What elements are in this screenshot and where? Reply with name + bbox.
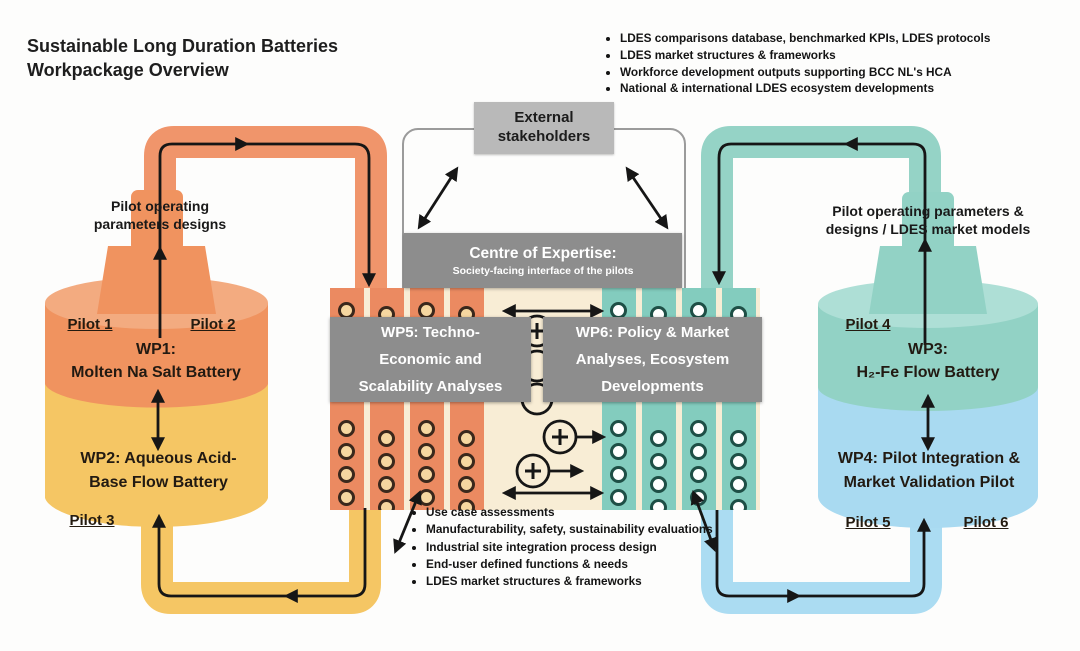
pilot-2-label: Pilot 2	[190, 316, 236, 333]
wp2-title-line1: WP2: Aqueous Acid-	[80, 450, 237, 467]
right-pipe-label: Pilot operating parameters & designs / L…	[786, 202, 1070, 238]
electrode-dot	[650, 430, 667, 447]
left-pipe-label: Pilot operating parameters designs	[55, 197, 265, 233]
wp6-line2: Analyses, Ecosystem	[575, 351, 730, 368]
left-pipe-label-line2: parameters designs	[93, 216, 227, 233]
cation-arrow-1	[542, 419, 607, 455]
centre-of-expertise-subtitle: Society-facing interface of the pilots	[452, 264, 634, 277]
wp4-title-line2: Market Validation Pilot	[843, 474, 1015, 491]
electrode-dot	[338, 466, 355, 483]
wp3-name: H₂-Fe Flow Battery	[856, 364, 1000, 381]
centre-of-expertise-title: Centre of Expertise:	[469, 244, 617, 262]
pilot-3-label: Pilot 3	[69, 512, 115, 529]
wp1-name: Molten Na Salt Battery	[71, 364, 241, 381]
electrode-dot	[458, 476, 475, 493]
electrode-dot	[690, 443, 707, 460]
bullet-item: LDES market structures & frameworks	[620, 47, 1080, 64]
bullet-item: Industrial site integration process desi…	[426, 540, 738, 555]
pilot-5-label: Pilot 5	[845, 514, 891, 531]
electrode-dot	[730, 499, 747, 510]
wp3-title: WP3:	[908, 341, 948, 358]
wp6-line3: Developments	[601, 378, 704, 395]
pilot-6-label: Pilot 6	[963, 514, 1009, 531]
left-pipe-label-line1: Pilot operating	[111, 198, 209, 214]
wp4-title-line1: WP4: Pilot Integration &	[837, 450, 1021, 467]
right-battery-cylinder	[818, 192, 1038, 528]
right-pipe-label-line2: designs / LDES market models	[825, 221, 1031, 238]
electrode-dot	[730, 430, 747, 447]
electrode-dot	[650, 453, 667, 470]
electrode-dot	[378, 430, 395, 447]
page-title: Sustainable Long Duration Batteries Work…	[27, 34, 338, 83]
external-stakeholders-label: External stakeholders	[497, 109, 591, 145]
electrode-dot	[378, 453, 395, 470]
bullet-item: LDES market structures & frameworks	[426, 574, 738, 589]
pilot-1-label: Pilot 1	[67, 316, 113, 333]
wp1-title: WP1:	[136, 341, 176, 358]
wp6-bullets-arrow	[690, 490, 718, 552]
electrode-dot	[458, 499, 475, 510]
electrode-dot	[418, 443, 435, 460]
electrode-dot	[650, 499, 667, 510]
bullet-item: Workforce development outputs supporting…	[620, 64, 1080, 81]
wp2-title-line2: Base Flow Battery	[89, 474, 228, 491]
electrode-dot	[458, 453, 475, 470]
bullet-item: LDES comparisons database, benchmarked K…	[620, 30, 1080, 47]
electrode-dot	[378, 476, 395, 493]
centre-of-expertise-box: Centre of Expertise: Society-facing inte…	[404, 233, 682, 288]
bullet-item: National & international LDES ecosystem …	[620, 80, 1080, 97]
electrode-dot	[690, 420, 707, 437]
electrode-dot	[418, 420, 435, 437]
pilot-4-label: Pilot 4	[845, 316, 891, 333]
electrode-dot	[610, 489, 627, 506]
title-line2: Workpackage Overview	[27, 60, 229, 81]
electrode-dot	[338, 443, 355, 460]
electrode-dot	[338, 420, 355, 437]
bullet-item: Manufacturability, safety, sustainabilit…	[426, 522, 738, 537]
left-battery-cylinder	[45, 190, 268, 527]
electrode-dot	[730, 476, 747, 493]
top-right-bullet-list: LDES comparisons database, benchmarked K…	[598, 30, 1080, 97]
wp5-line3: Scalability Analyses	[358, 378, 503, 395]
stakeholder-arrow-right	[625, 166, 669, 230]
bullet-item: End-user defined functions & needs	[426, 557, 738, 572]
bullet-item: Use case assessments	[426, 505, 738, 520]
electrode-dot	[338, 489, 355, 506]
wp5-bullets-arrow	[393, 490, 422, 554]
external-stakeholders-box: External stakeholders	[474, 102, 614, 154]
wp6-box: WP6: Policy & Market Analyses, Ecosystem…	[543, 317, 762, 402]
electrode-dot	[650, 476, 667, 493]
electrode-dot	[610, 466, 627, 483]
right-pipe-label-line1: Pilot operating parameters &	[832, 203, 1024, 219]
wp5-line1: WP5: Techno-	[381, 324, 480, 341]
wp5-line2: Economic and	[379, 351, 482, 368]
electrode-dot	[458, 430, 475, 447]
stakeholder-arrow-left	[417, 166, 459, 230]
electrode-dot	[690, 466, 707, 483]
wp5-box: WP5: Techno- Economic and Scalability An…	[330, 317, 531, 402]
electrode-dot	[610, 443, 627, 460]
bottom-bullet-list: Use case assessments Manufacturability, …	[404, 505, 738, 592]
electrode-dot	[418, 466, 435, 483]
wp6-line1: WP6: Policy & Market	[575, 324, 730, 341]
title-line1: Sustainable Long Duration Batteries	[27, 36, 339, 56]
electrode-dot	[730, 453, 747, 470]
electrode-dot	[610, 420, 627, 437]
